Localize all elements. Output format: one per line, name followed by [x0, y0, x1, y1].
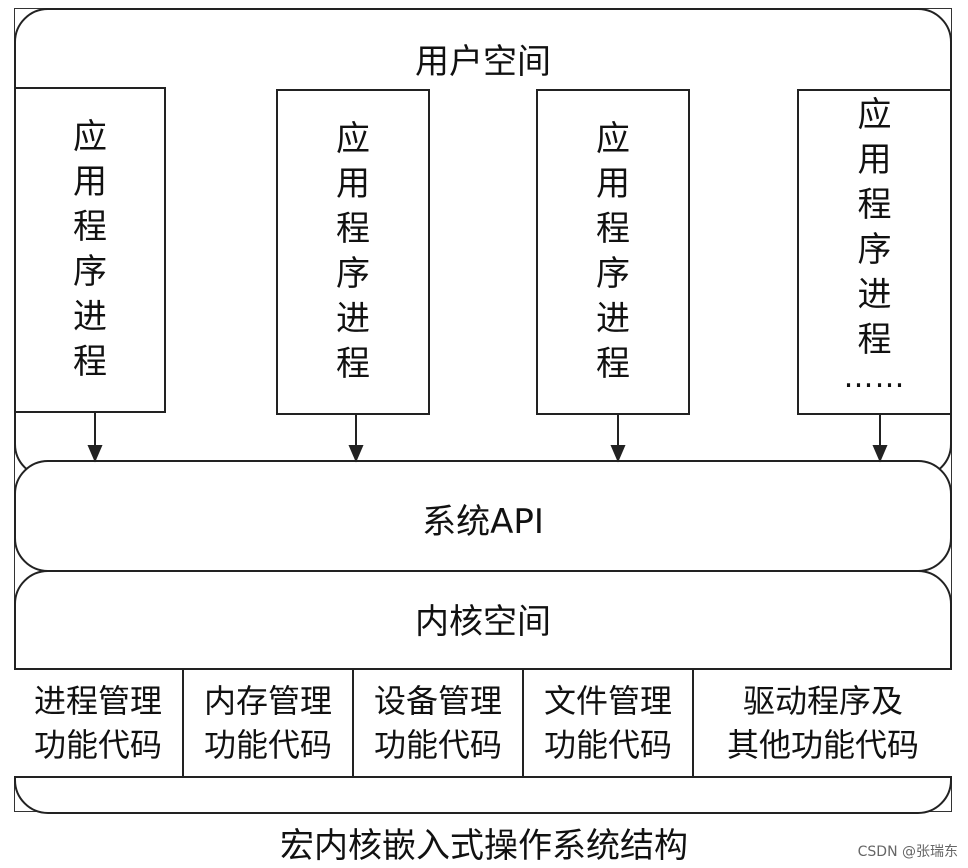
module-label-line2: 功能代码: [33, 726, 162, 764]
process-char: 进: [336, 299, 370, 339]
process-box-3: 应 用 程 序 进 程: [536, 89, 690, 415]
module-label-line1: 文件管理: [543, 682, 672, 720]
system-api-layer: 系统API: [14, 460, 952, 572]
process-char: 进: [73, 297, 107, 337]
process-char: 应: [336, 119, 370, 159]
process-char: 程: [857, 320, 892, 360]
process-char: 程: [73, 207, 107, 247]
module-label-line2: 其他功能代码: [726, 726, 919, 764]
module-label-line1: 进程管理: [33, 682, 162, 720]
process-char: 应: [596, 119, 630, 159]
user-space-title: 用户空间: [415, 42, 551, 82]
kernel-space-title: 内核空间: [415, 602, 551, 642]
process-char: 用: [596, 164, 630, 204]
process-char: 程: [73, 342, 107, 382]
process-char: 序: [857, 230, 892, 270]
process-char: 程: [336, 209, 370, 249]
module-label-line1: 设备管理: [373, 682, 502, 720]
user-space-layer: 用户空间: [14, 8, 952, 478]
process-char: 用: [857, 140, 892, 180]
process-char: 进: [857, 275, 892, 315]
process-char: 序: [336, 254, 370, 294]
process-char: 程: [857, 185, 892, 225]
module-process-management: 进程管理 功能代码: [14, 670, 184, 776]
process-char: 程: [596, 344, 630, 384]
module-label-line1: 内存管理: [203, 682, 332, 720]
module-label-line2: 功能代码: [543, 726, 672, 764]
module-device-management: 设备管理 功能代码: [354, 670, 524, 776]
module-drivers-and-other: 驱动程序及 其他功能代码: [694, 670, 952, 776]
process-char: 用: [73, 162, 107, 202]
module-file-management: 文件管理 功能代码: [524, 670, 694, 776]
process-box-1: 应 用 程 序 进 程: [14, 87, 166, 413]
process-char: 程: [596, 209, 630, 249]
process-box-2: 应 用 程 序 进 程: [276, 89, 430, 415]
module-memory-management: 内存管理 功能代码: [184, 670, 354, 776]
process-box-4: 应 用 程 序 进 程 ……: [797, 89, 952, 415]
kernel-modules-row: 进程管理 功能代码 内存管理 功能代码 设备管理 功能代码 文件管理 功能代码 …: [14, 668, 952, 778]
process-char: 序: [73, 252, 107, 292]
process-char: 程: [336, 344, 370, 384]
process-char: 进: [596, 299, 630, 339]
process-char: 序: [596, 254, 630, 294]
process-char: 应: [857, 95, 892, 135]
module-label-line2: 功能代码: [373, 726, 502, 764]
watermark: CSDN @张瑞东: [857, 844, 958, 860]
process-char: 用: [336, 164, 370, 204]
module-label-line2: 功能代码: [203, 726, 332, 764]
diagram-caption: 宏内核嵌入式操作系统结构: [280, 826, 688, 866]
module-label-line1: 驱动程序及: [742, 682, 903, 720]
process-ellipsis: ……: [843, 360, 906, 395]
system-api-title: 系统API: [422, 502, 544, 542]
process-char: 应: [73, 117, 107, 157]
